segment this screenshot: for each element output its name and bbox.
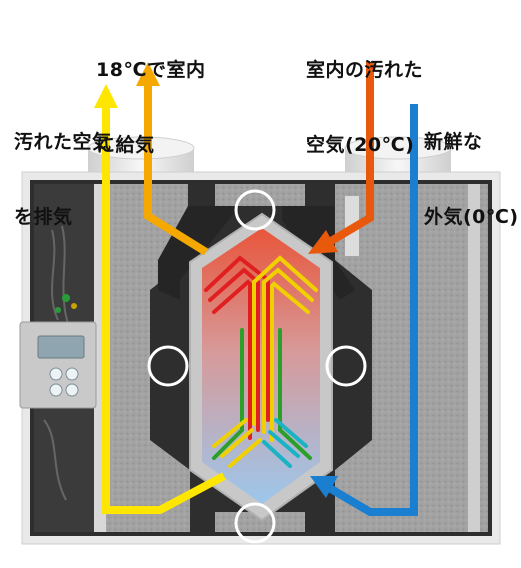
return-label: 室内の汚れた 空気(20℃) <box>306 8 423 183</box>
return-arrow <box>323 62 374 248</box>
exhaust-label-line2: を排気 <box>14 206 73 228</box>
exhaust-arrow <box>102 104 226 514</box>
fresh-label: 新鮮な 外気(0℃) <box>424 80 519 255</box>
control-panel <box>19 321 97 409</box>
fresh-arrow-head <box>310 476 338 498</box>
arrows <box>94 62 418 516</box>
circle-marker-left <box>147 345 189 387</box>
supply-label: 18℃で室内 に給気 <box>96 8 205 183</box>
fresh-arrow <box>323 104 418 516</box>
circle-marker-top <box>234 189 276 231</box>
circle-marker-group <box>147 189 367 544</box>
exhaust-label-line1: 汚れた空気 <box>14 131 112 153</box>
exhaust-label: 汚れた空気 を排気 <box>14 80 112 255</box>
supply-arrow-head <box>136 62 160 86</box>
circle-marker-right <box>325 345 367 387</box>
return-label-line2: 空気(20℃) <box>306 134 415 156</box>
supply-label-line1: 18℃で室内 <box>96 59 206 81</box>
circle-marker-bottom <box>234 502 276 544</box>
fresh-label-line2: 外気(0℃) <box>424 206 519 228</box>
return-label-line1: 室内の汚れた <box>306 59 424 81</box>
fresh-label-line1: 新鮮な <box>424 131 483 153</box>
supply-arrow <box>144 82 209 256</box>
exhaust-arrow-head <box>94 84 118 108</box>
return-arrow-head <box>308 230 338 254</box>
supply-label-line2: に給気 <box>96 134 155 156</box>
heat-exchange-core <box>189 212 333 522</box>
